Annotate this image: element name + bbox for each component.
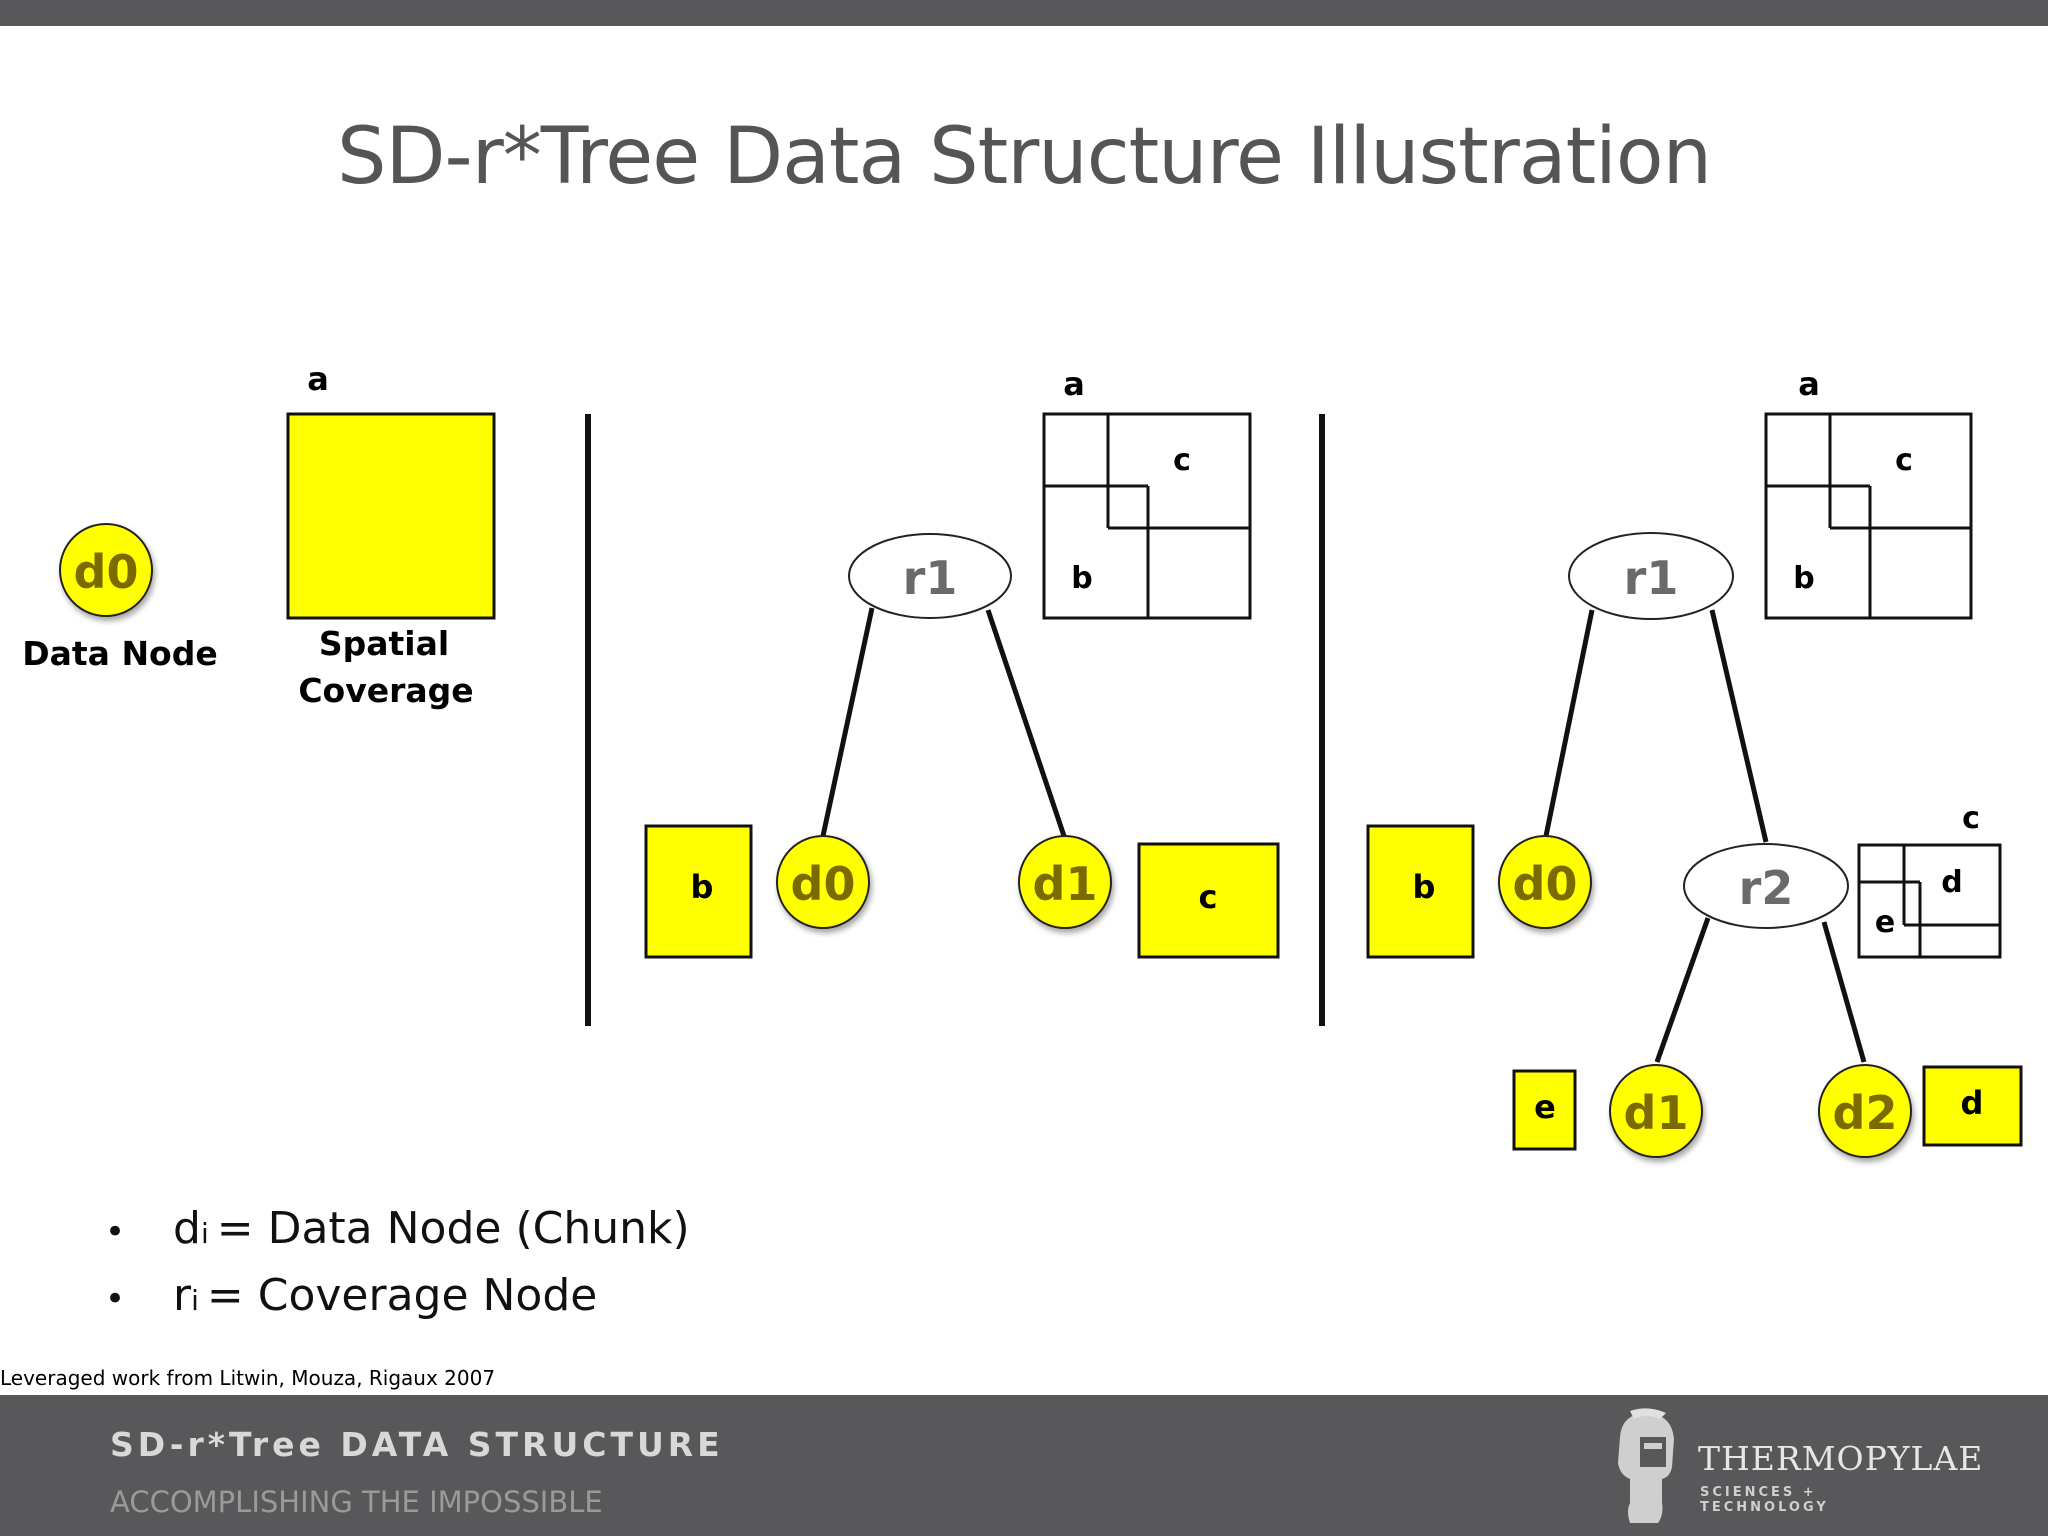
tree-panel-two: a c b r1 b d0 d1 c	[644, 365, 1280, 959]
tree-edge	[820, 607, 875, 837]
logo-name: THERMOPYLAE	[1698, 1439, 1984, 1478]
coverage-node-r1	[1568, 532, 1734, 620]
spatial-coverage-box	[286, 412, 496, 620]
coverage-diagram	[1042, 412, 1252, 620]
bullet-dot: •	[105, 1279, 126, 1319]
region-label-c: c	[1895, 443, 1913, 478]
coverage-box-d	[1922, 1065, 2023, 1147]
data-node-label: d1	[1033, 857, 1098, 911]
tree-edge	[1654, 917, 1711, 1063]
coverage-box-c	[1137, 842, 1280, 959]
data-node-d0	[1498, 835, 1592, 929]
bullet-dot: •	[105, 1212, 126, 1252]
data-node-d2	[1818, 1064, 1912, 1158]
coverage-box-b	[1366, 824, 1475, 959]
tree-edge	[985, 609, 1067, 837]
coverage-node-r1	[848, 533, 1012, 619]
data-node-d1	[1018, 835, 1112, 929]
tree-edge	[1821, 921, 1867, 1063]
data-node-d0	[776, 835, 870, 929]
coverage-box-e	[1512, 1069, 1577, 1151]
tree-edge	[1709, 609, 1769, 843]
inner-coverage-diagram	[1857, 843, 2002, 959]
coverage-label-a: a	[1063, 365, 1085, 403]
coverage-box-label: b	[1413, 868, 1436, 906]
bullet-symbol: d	[173, 1203, 201, 1254]
bullet-subscript: i	[200, 1217, 209, 1250]
footer-title: SD-r*Tree DATA STRUCTURE	[110, 1425, 724, 1464]
region-label-b: b	[1071, 561, 1092, 596]
data-node-label: d2	[1833, 1086, 1898, 1140]
data-node-label: d1	[1624, 1086, 1689, 1140]
coverage-node-label: r1	[1624, 551, 1679, 605]
coverage-label-a: a	[1798, 365, 1820, 403]
data-node-d0	[59, 523, 153, 617]
coverage-box-b	[644, 824, 753, 959]
region-label-c: c	[1173, 443, 1191, 478]
footer-tagline: ACCOMPLISHING THE IMPOSSIBLE	[110, 1485, 603, 1519]
logo-subtitle: SCIENCES + TECHNOLOGY	[1700, 1485, 1829, 1515]
coverage-label-a: a	[307, 360, 329, 398]
data-node-caption: Data Node	[22, 634, 218, 673]
data-node-label: d0	[74, 545, 139, 599]
bullet-text: = Data Node (Chunk)	[216, 1203, 690, 1254]
coverage-box-label: e	[1534, 1088, 1556, 1126]
bullet-text: = Coverage Node	[206, 1270, 598, 1321]
coverage-node-r2	[1683, 843, 1849, 929]
coverage-caption-line1: Spatial	[319, 624, 449, 663]
coverage-node-label: r1	[903, 551, 958, 605]
coverage-node-label: r2	[1739, 861, 1794, 915]
data-node-label: d0	[791, 857, 856, 911]
coverage-caption-line2: Coverage	[298, 671, 473, 710]
region-label-e: e	[1875, 905, 1895, 940]
top-bar	[0, 0, 2048, 26]
tree-edge	[1543, 609, 1595, 837]
citation: Leveraged work from Litwin, Mouza, Rigau…	[0, 1366, 496, 1390]
region-label-d: d	[1941, 865, 1962, 900]
page-title: SD-r*Tree Data Structure Illustration	[336, 112, 1712, 202]
region-label-b: b	[1793, 561, 1814, 596]
bullet-symbol: r	[173, 1270, 192, 1321]
coverage-box-label: b	[691, 868, 714, 906]
coverage-label-c: c	[1962, 801, 1980, 836]
spartan-helmet-icon	[1618, 1408, 1674, 1523]
bullet-subscript: i	[191, 1284, 199, 1317]
coverage-box-label: c	[1199, 878, 1218, 916]
footer-bar: SD-r*Tree DATA STRUCTURE ACCOMPLISHING T…	[0, 1395, 2048, 1536]
coverage-diagram	[1764, 412, 1973, 620]
company-logo: THERMOPYLAE SCIENCES + TECHNOLOGY	[1600, 1407, 1982, 1527]
data-node-d1	[1609, 1064, 1703, 1158]
legend-panel: d0 Data Node a Spatial Coverage	[22, 360, 496, 710]
data-node-label: d0	[1513, 857, 1578, 911]
coverage-box-label: d	[1961, 1084, 1984, 1122]
tree-panel-three: a c b r1 b d0 r2 c d e	[1366, 365, 2023, 1158]
